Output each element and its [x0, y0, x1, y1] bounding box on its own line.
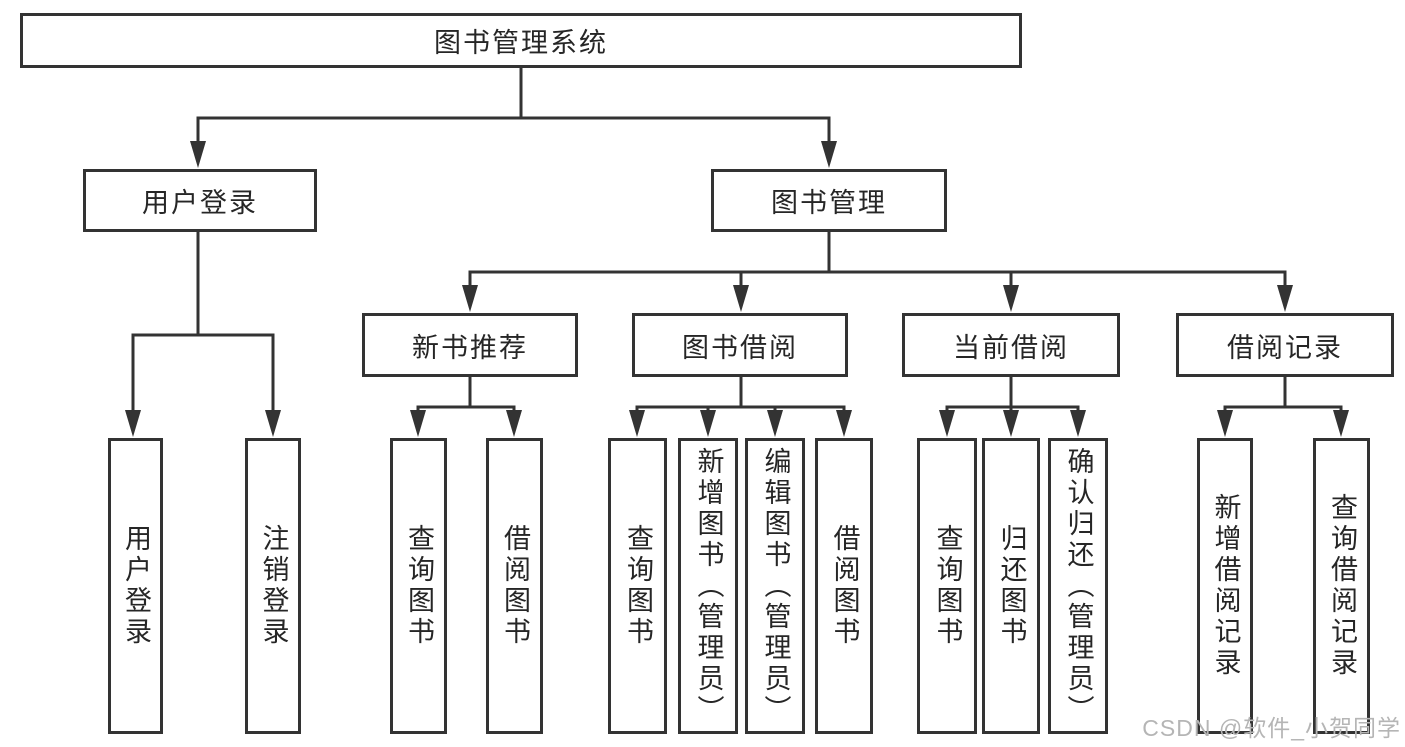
node-label: 归还图书 [996, 524, 1027, 648]
leaf-query-books-2: 查询图书 [608, 438, 667, 734]
node-label: 借阅图书 [829, 524, 860, 648]
node-label: 用户登录 [142, 188, 258, 218]
leaf-borrow-books-1: 借阅图书 [486, 438, 543, 734]
node-label: 图书管理系统 [434, 28, 608, 58]
node-book-borrow: 图书借阅 [632, 313, 848, 377]
leaf-edit-book-admin: 编辑图书（管理员） [745, 438, 805, 734]
leaf-add-book-admin: 新增图书（管理员） [678, 438, 738, 734]
node-label: 注销登录 [258, 524, 289, 648]
node-current-borrow: 当前借阅 [902, 313, 1120, 377]
node-label: 编辑图书（管理员） [760, 446, 791, 726]
node-label: 确认归还（管理员） [1063, 446, 1094, 726]
node-label: 查询图书 [932, 524, 963, 648]
node-label: 新书推荐 [412, 332, 528, 363]
node-label: 借阅记录 [1227, 332, 1343, 363]
node-user-login: 用户登录 [83, 169, 317, 232]
watermark: CSDN @软件_小贺同学 [1142, 715, 1401, 741]
node-label: 查询图书 [404, 524, 434, 648]
node-new-book-recommend: 新书推荐 [362, 313, 578, 377]
node-borrow-records: 借阅记录 [1176, 313, 1394, 377]
node-label: 用户登录 [121, 524, 151, 648]
node-book-management: 图书管理 [711, 169, 947, 232]
node-label: 查询借阅记录 [1327, 493, 1357, 679]
leaf-query-books-3: 查询图书 [917, 438, 977, 734]
leaf-confirm-return-admin: 确认归还（管理员） [1048, 438, 1108, 734]
leaf-query-borrow-record: 查询借阅记录 [1313, 438, 1370, 734]
leaf-user-login: 用户登录 [108, 438, 163, 734]
node-label: 当前借阅 [953, 332, 1069, 363]
leaf-borrow-books-2: 借阅图书 [815, 438, 873, 734]
node-label: 借阅图书 [500, 524, 530, 648]
leaf-return-books: 归还图书 [982, 438, 1040, 734]
node-root: 图书管理系统 [20, 13, 1022, 68]
node-label: 图书管理 [771, 188, 887, 218]
node-label: 图书借阅 [682, 332, 798, 363]
node-label: 新增图书（管理员） [693, 446, 724, 726]
node-label: 新增借阅记录 [1210, 493, 1241, 679]
leaf-query-books-1: 查询图书 [390, 438, 447, 734]
leaf-logout: 注销登录 [245, 438, 301, 734]
leaf-add-borrow-record: 新增借阅记录 [1197, 438, 1253, 734]
node-label: 查询图书 [623, 524, 653, 648]
